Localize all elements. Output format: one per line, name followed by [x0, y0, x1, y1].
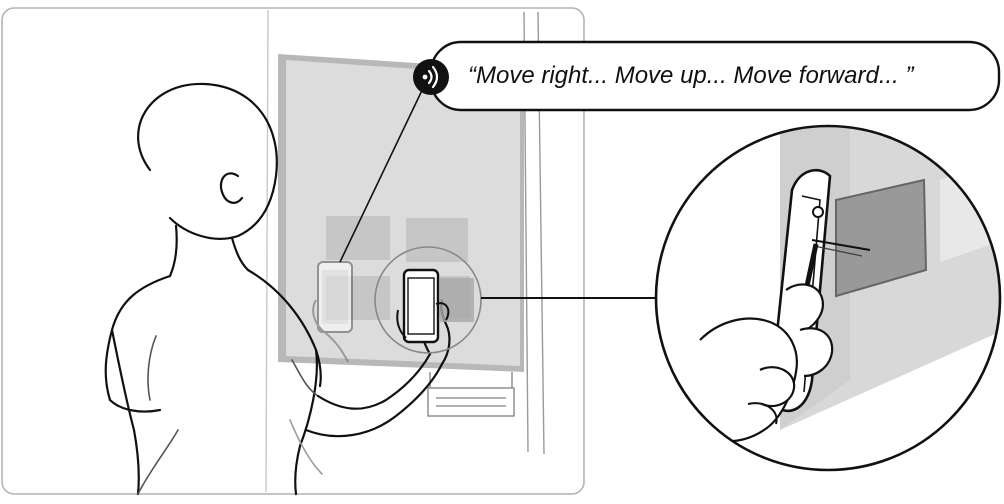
zoom-kiosk-screen — [835, 178, 928, 298]
sound-waves-icon — [413, 59, 449, 95]
speech-bubble-text: “Move right... Move up... Move forward..… — [468, 62, 914, 89]
magnifier-lens-small — [374, 246, 482, 354]
zoom-detail-circle — [654, 124, 1002, 472]
phone-ghost — [312, 261, 353, 363]
wall-line-left — [265, 9, 269, 493]
person-figure — [104, 82, 451, 496]
kiosk-plaque — [427, 387, 515, 417]
panel-tile — [406, 218, 468, 262]
zoom-detail — [656, 126, 1000, 470]
phone-main — [396, 268, 450, 344]
bubble-pointer-line — [339, 81, 427, 263]
